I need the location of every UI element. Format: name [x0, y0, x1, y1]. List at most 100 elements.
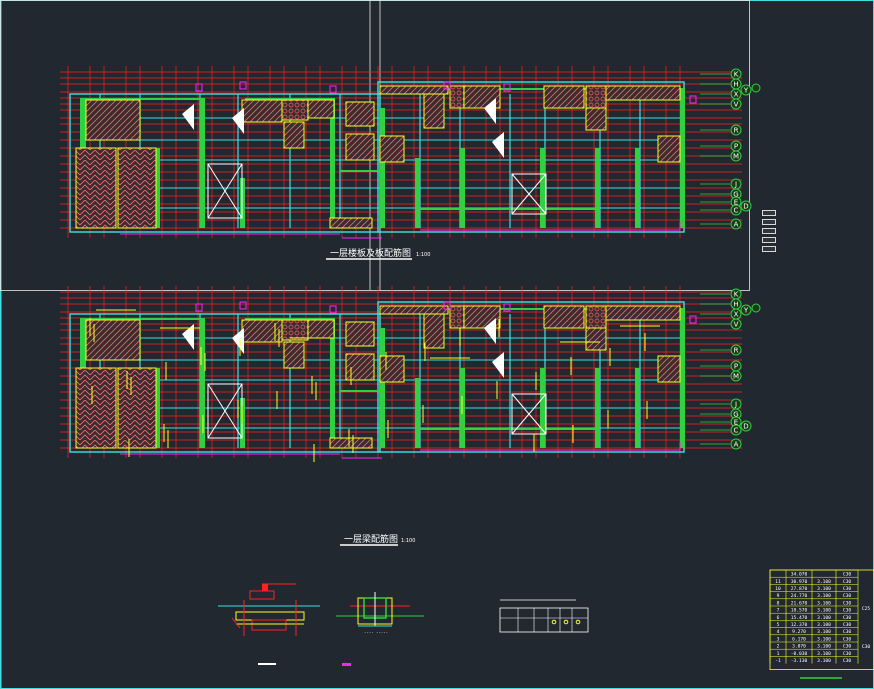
axis-bubble-label: G	[733, 190, 738, 198]
level-cell: 7	[777, 608, 780, 614]
detail-section-1[interactable]	[218, 583, 320, 636]
level-cell: C30	[843, 651, 852, 657]
floor-slab-plan[interactable]	[60, 66, 742, 239]
level-cell: C30	[843, 572, 852, 578]
level-cell: C30	[843, 586, 852, 592]
level-cell: 9	[777, 593, 780, 599]
level-cell: 3.100	[817, 586, 831, 592]
level-cell: 3.100	[817, 644, 831, 650]
axis-bubble	[730, 318, 742, 330]
axis-bubble-label: M	[733, 372, 739, 380]
axis-bubble	[730, 124, 742, 136]
axis-bubble	[740, 200, 752, 212]
level-cell: C30	[843, 622, 852, 628]
axis-bubble-label: D	[743, 202, 748, 210]
axis-bubble-label: P	[734, 362, 738, 370]
level-cell: 24.770	[791, 593, 808, 599]
axis-bubble-label: X	[734, 90, 739, 98]
axis-bubble	[740, 84, 752, 96]
beam-reinforcement-plan[interactable]	[60, 286, 742, 462]
concrete-grade-label: C25	[862, 606, 871, 612]
axis-bubble-label: Y	[743, 306, 749, 314]
level-cell: 18.570	[791, 608, 808, 614]
side-tool-button-1[interactable]	[762, 210, 776, 216]
axis-bubble-label: J	[734, 400, 737, 408]
axis-bubble-label: X	[734, 310, 739, 318]
level-cell: 3.070	[792, 644, 806, 650]
level-cell: -0.030	[791, 651, 808, 657]
axis-bubble-label: Y	[743, 86, 749, 94]
svg-text:---- -----: ---- -----	[364, 630, 388, 635]
side-tool-button-5[interactable]	[762, 246, 776, 252]
level-cell: C30	[843, 644, 852, 650]
axis-bubble-label: A	[734, 220, 739, 228]
level-cell: 1	[777, 651, 780, 657]
axis-bubble-label: J	[734, 180, 737, 188]
axis-bubble-label: D	[743, 422, 748, 430]
level-cell: -3.130	[791, 658, 808, 664]
level-cell: C30	[843, 593, 852, 599]
level-cell: C30	[843, 636, 852, 642]
axis-bubble	[730, 438, 742, 450]
level-cell: 3.100	[817, 615, 831, 621]
axis-bubble-label: C	[734, 426, 739, 434]
opening-schedule-table[interactable]	[499, 599, 589, 633]
concrete-grade-label: C30	[862, 644, 871, 650]
level-cell: C30	[843, 615, 852, 621]
axis-bubble	[730, 424, 742, 436]
level-cell: 6.170	[792, 636, 806, 642]
level-cell: 3.100	[817, 622, 831, 628]
axis-bubble-label: V	[734, 320, 739, 328]
level-cell: C30	[843, 608, 852, 614]
plan-top-title-group: 一层楼板及板配筋图 1:100	[326, 247, 430, 260]
level-cell: 3.100	[817, 636, 831, 642]
level-cell: C30	[843, 658, 852, 664]
axis-bubble-label: H	[733, 300, 738, 308]
plan-bottom-title: 一层梁配筋图	[344, 533, 398, 545]
level-cell: 3.100	[817, 600, 831, 606]
level-cell: C30	[843, 579, 852, 585]
level-cell: 10	[775, 586, 781, 592]
axis-bubble-label: E	[734, 418, 738, 426]
axis-bubble	[730, 150, 742, 162]
level-cell: 3.100	[817, 629, 831, 635]
axis-bubble	[730, 218, 742, 230]
level-cell: 3.100	[817, 608, 831, 614]
level-cell: 34.070	[791, 572, 808, 578]
side-tool-button-4[interactable]	[762, 237, 776, 243]
axis-bubble-small	[751, 303, 761, 313]
axis-bubble-label: C	[734, 206, 739, 214]
level-cell: 5	[777, 622, 780, 628]
axis-bubble	[730, 98, 742, 110]
level-cell: 2	[777, 644, 780, 650]
axis-bubble-label: A	[734, 440, 739, 448]
level-cell: 6	[777, 615, 780, 621]
level-cell: 3.100	[817, 593, 831, 599]
axis-bubble-label: V	[734, 100, 739, 108]
side-tool-button-2[interactable]	[762, 219, 776, 225]
axis-bubble	[740, 420, 752, 432]
level-cell: 27.870	[791, 586, 808, 592]
plan-bottom-title-group: 一层梁配筋图 1:100	[340, 533, 415, 546]
axis-bubble-small	[751, 83, 761, 93]
side-toolbar[interactable]	[762, 210, 778, 255]
level-cell: 21.670	[791, 600, 808, 606]
axis-bubble-label: H	[733, 80, 738, 88]
level-cell: 30.970	[791, 579, 808, 585]
detail-section-2[interactable]: ---- -----	[336, 592, 424, 635]
axis-bubble-label: P	[734, 142, 738, 150]
level-cell: C30	[843, 629, 852, 635]
level-cell: 3	[777, 636, 780, 642]
axis-bubble	[730, 204, 742, 216]
axis-bubble-label: M	[733, 152, 739, 160]
side-tool-button-3[interactable]	[762, 228, 776, 234]
level-cell: 3.100	[817, 579, 831, 585]
axis-bubble-label: K	[734, 290, 739, 298]
level-cell: 3.100	[817, 658, 831, 664]
level-cell: 4	[777, 629, 780, 635]
level-cell: 3.100	[817, 651, 831, 657]
